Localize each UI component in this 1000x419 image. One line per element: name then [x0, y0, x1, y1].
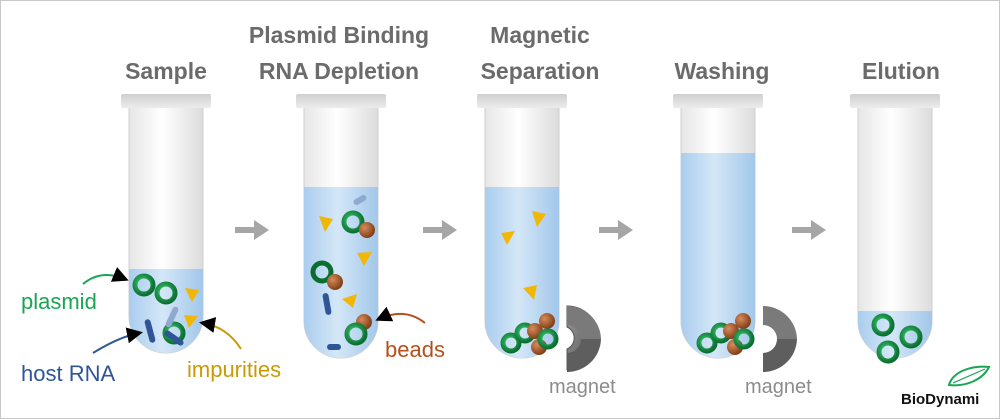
tube-sample — [121, 94, 211, 354]
impurity-triangle — [523, 285, 537, 300]
impurity-triangle — [185, 288, 199, 302]
host-rna-strand — [144, 319, 156, 343]
beads-pointer — [375, 306, 426, 324]
step-2-title-line1: Plasmid Binding — [249, 22, 429, 48]
impurities-pointer — [199, 317, 242, 350]
magnet-icon — [763, 306, 797, 339]
step-3-title-line2: Separation — [481, 58, 600, 84]
label-magnet-1: magnet — [549, 376, 616, 398]
arrow-right-icon — [423, 220, 457, 240]
leaf-icon — [947, 365, 991, 387]
label-beads: beads — [385, 337, 445, 362]
step-2-title-line2: RNA Depletion — [259, 58, 419, 84]
magnet-icon — [567, 339, 601, 372]
plasmid-ring — [310, 260, 334, 284]
step-4-title: Washing — [675, 58, 770, 84]
plasmid-ring — [871, 313, 895, 337]
logo-text: BioDynami — [901, 391, 979, 408]
label-host-rna: host RNA — [21, 361, 115, 386]
magnet-icon — [567, 306, 601, 339]
impurity-triangle — [532, 211, 546, 227]
tube-cap — [121, 94, 211, 108]
magnet-icon — [763, 339, 797, 372]
impurity-triangle — [184, 315, 198, 328]
plasmid-ring — [344, 322, 368, 346]
impurity-triangle — [501, 231, 515, 245]
impurity-triangle — [342, 294, 357, 308]
plasmid-ring — [132, 273, 156, 297]
biodynami-logo: BioDynami — [901, 365, 991, 408]
arrow-right-icon — [235, 220, 269, 240]
host-rna-strand — [327, 344, 341, 350]
step-1-title: Sample — [125, 58, 207, 84]
tube-washing — [673, 94, 763, 359]
washing-liquid — [681, 153, 755, 358]
plasmid-ring — [341, 210, 365, 234]
tube-binding — [296, 94, 386, 359]
arrow-right-icon — [792, 220, 826, 240]
separation-liquid — [485, 187, 559, 358]
host-rna-strand — [165, 306, 179, 328]
label-magnet-2: magnet — [745, 376, 812, 398]
host-rna-strand — [164, 330, 184, 346]
label-plasmid: plasmid — [21, 289, 97, 314]
impurity-triangle — [357, 252, 372, 266]
arrow-right-icon — [599, 220, 633, 240]
label-impurities: impurities — [187, 357, 281, 382]
magnetic-bead — [327, 274, 343, 290]
step-3-title-line1: Magnetic — [490, 22, 590, 48]
impurity-triangle — [319, 216, 333, 232]
plasmid-ring — [154, 281, 178, 305]
tube-separation — [477, 94, 567, 359]
step-5-title: Elution — [862, 58, 940, 84]
host-rna-pointer — [92, 327, 143, 354]
plasmid-ring — [899, 325, 923, 349]
host-rna-strand — [322, 293, 332, 315]
tube-elution — [850, 94, 940, 364]
plasmid-pointer — [82, 267, 129, 285]
host-rna-strand — [353, 195, 367, 205]
magnetic-bead — [359, 222, 375, 238]
plasmid-ring — [876, 340, 900, 364]
